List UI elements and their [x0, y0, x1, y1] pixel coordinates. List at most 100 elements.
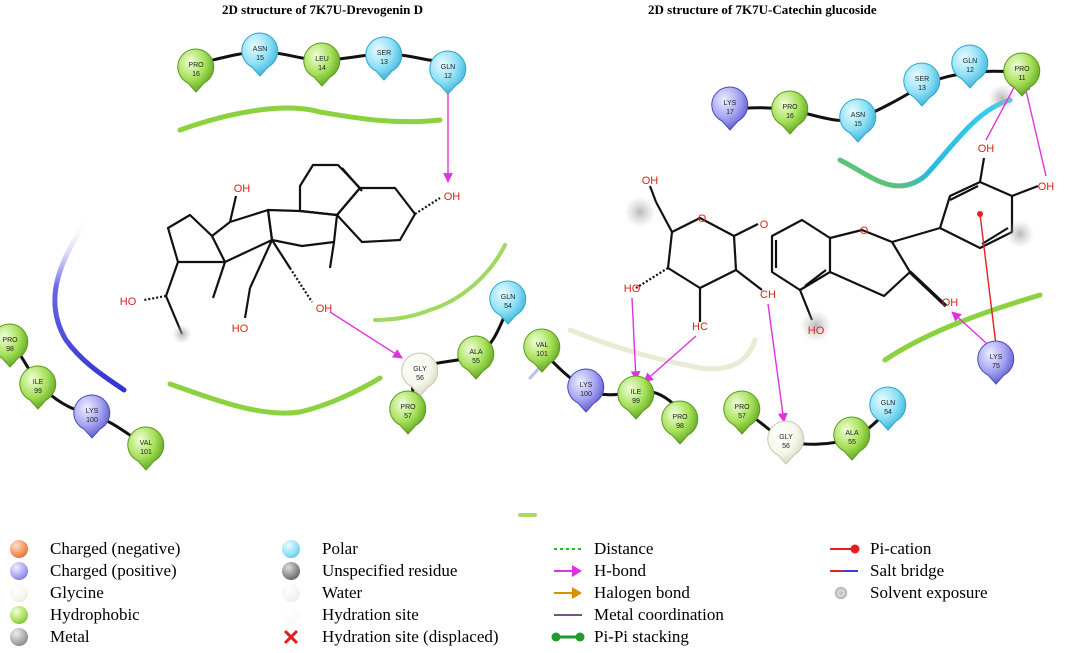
hydration-site-swatch: [276, 604, 316, 626]
residue-number: 98: [6, 346, 14, 353]
legend-label: Glycine: [50, 583, 104, 602]
residue-name: GLY: [779, 434, 793, 441]
residue-number: 57: [404, 413, 412, 420]
atom-o-glycosidic: O: [760, 219, 769, 231]
residue-number: 99: [34, 388, 42, 395]
legend-hydrophobic: Hydrophobic: [4, 604, 140, 626]
residue-number: 75: [992, 363, 1000, 370]
atom-oh-b3: OH: [978, 143, 995, 155]
interaction-diagram: OH OH HO OH HO: [0, 32, 1055, 517]
metal-coordination-line-icon: [548, 604, 588, 626]
atom-ho-a5: HO: [808, 325, 825, 337]
halogen-bond-arrow-icon: [548, 582, 588, 604]
atom-oh-b4: OH: [1038, 181, 1055, 193]
residue-number: 100: [580, 391, 592, 398]
legend-halogen-bond: Halogen bond: [548, 582, 690, 604]
residue-number: 55: [472, 358, 480, 365]
residue-number: 16: [786, 113, 794, 120]
residue-number: 101: [536, 351, 548, 358]
legend-label: Hydrophobic: [50, 605, 140, 624]
residue-pro-98: PRO 98: [0, 323, 29, 368]
residue-name: PRO: [2, 337, 18, 344]
residue-asn-15: ASN 15: [839, 98, 877, 143]
legend-label: Halogen bond: [594, 583, 690, 602]
residue-number: 56: [416, 375, 424, 382]
solvent-exposure-marker: [172, 324, 192, 344]
residue-number: 16: [192, 71, 200, 78]
legend-label: Hydration site (displaced): [322, 627, 499, 646]
residue-name: PRO: [734, 404, 750, 411]
residue-name: GLN: [441, 64, 455, 71]
residue-name: ASN: [253, 46, 267, 53]
atom-oh-c3: OH: [444, 191, 461, 203]
legend-pi-pi-stacking: Pi-Pi stacking: [548, 626, 689, 648]
solvent-exposure-marker: [800, 310, 832, 342]
legend-label: Solvent exposure: [870, 583, 988, 602]
residue-name: ASN: [851, 112, 865, 119]
right-hbonds: [630, 79, 1047, 423]
legend-glycine: Glycine: [4, 582, 104, 604]
pi-pi-stacking-icon: [548, 626, 588, 648]
atom-o-c-ring: O: [860, 225, 869, 237]
h-bond-arrow-icon: [548, 560, 588, 582]
water-swatch: [276, 582, 316, 604]
residue-name: GLN: [501, 294, 515, 301]
residue-name: ILE: [631, 389, 642, 396]
residue-number: 56: [782, 443, 790, 450]
residue-name: VAL: [140, 440, 153, 447]
residue-number: 12: [444, 73, 452, 80]
residue-name: LYS: [580, 382, 593, 389]
legend-salt-bridge: Salt bridge: [824, 560, 944, 582]
legend-label: Water: [322, 583, 363, 602]
residue-name: PRO: [782, 104, 798, 111]
residue-gly-56: GLY 56: [401, 352, 439, 397]
residue-number: 11: [1018, 75, 1025, 82]
residue-number: 55: [848, 439, 856, 446]
atom-ho-glc4: HO: [624, 283, 641, 295]
residue-number: 14: [318, 65, 326, 72]
solvent-exposure-marker: [1006, 220, 1034, 248]
residue-lys-100: LYS 100: [567, 368, 605, 413]
legend-label: Metal: [50, 627, 90, 646]
atom-oh-c3: OH: [942, 297, 959, 309]
residue-number: 15: [854, 121, 862, 128]
legend-solvent-exposure: Solvent exposure: [824, 582, 988, 604]
residue-number: 13: [918, 85, 926, 92]
legend-charged-negative: Charged (negative): [4, 538, 180, 560]
legend-label: Polar: [322, 539, 358, 558]
metal-swatch: [4, 626, 44, 648]
pi-cation-line-icon: [824, 538, 864, 560]
legend-hydration-site-displaced: Hydration site (displaced): [276, 626, 499, 648]
hydrophobic-swatch: [4, 604, 44, 626]
legend-label: Distance: [594, 539, 654, 558]
legend-label: Pi-Pi stacking: [594, 627, 689, 646]
charged-negative-swatch: [4, 538, 44, 560]
solvent-exposure-icon: [824, 582, 864, 604]
residue-name: LYS: [990, 354, 1003, 361]
residue-number: 13: [380, 59, 388, 66]
atom-oh-c14: OH: [234, 183, 251, 195]
residue-lys-75: LYS 75: [977, 340, 1015, 385]
legend-metal: Metal: [4, 626, 90, 648]
residue-name: LYS: [86, 408, 99, 415]
distance-line-icon: [548, 538, 588, 560]
residue-name: GLY: [413, 366, 427, 373]
residue-name: SER: [377, 50, 391, 57]
atom-oh-c11: OH: [316, 303, 333, 315]
residue-name: LYS: [724, 100, 737, 107]
residue-number: 100: [86, 417, 98, 424]
residue-gly-56: GLY 56: [767, 420, 805, 465]
residue-pro-16: PRO 16: [771, 90, 809, 135]
residue-name: LEU: [315, 56, 329, 63]
legend-label: Metal coordination: [594, 605, 724, 624]
legend-label: Hydration site: [322, 605, 419, 624]
legend-label: H-bond: [594, 561, 646, 580]
